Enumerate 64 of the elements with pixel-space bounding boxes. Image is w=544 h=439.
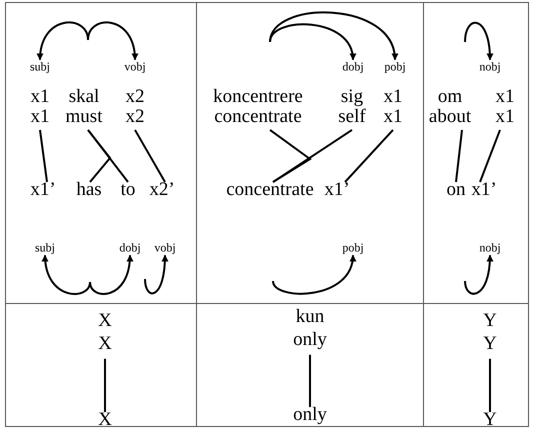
alignment-line <box>269 129 312 183</box>
word: x2 <box>126 87 144 107</box>
dependency-arrow <box>464 254 494 295</box>
dependency-arrow <box>37 21 89 60</box>
alignment-line <box>134 129 166 183</box>
dependency-arrow <box>87 22 138 60</box>
alignment-line <box>104 358 106 412</box>
word: only <box>293 329 327 352</box>
dependency-label: subj <box>30 60 50 74</box>
word: Y <box>483 310 497 333</box>
word: Y <box>483 410 497 430</box>
word: x1’ <box>30 180 56 200</box>
word: X <box>98 333 112 356</box>
dependency-label: pobj <box>342 242 364 254</box>
alignment-line <box>479 130 501 182</box>
dependency-label: pobj <box>384 60 406 74</box>
word: x1 <box>496 107 514 127</box>
dependency-label: subj <box>35 242 55 254</box>
word: concentrate <box>226 180 314 200</box>
dependency-label: dobj <box>119 242 141 254</box>
dependency-label: vobj <box>124 60 146 74</box>
word: to <box>120 180 136 200</box>
word: sig <box>340 87 364 107</box>
word: kun <box>294 306 326 329</box>
word: Y <box>483 333 497 356</box>
word: x1’ <box>324 180 350 200</box>
dependency-arrow <box>272 254 356 295</box>
dependency-label: nobj <box>479 242 501 254</box>
dependency-arrow <box>269 12 398 60</box>
word: x1 <box>496 87 514 107</box>
word: x1 <box>384 87 402 107</box>
alignment-line <box>272 129 353 183</box>
dependency-arrow <box>89 254 134 295</box>
word: concentrate <box>213 107 303 127</box>
word: X <box>98 310 112 333</box>
dependency-label: dobj <box>342 60 364 74</box>
alignment-line <box>309 354 311 408</box>
word: x2’ <box>149 180 175 200</box>
word: skal <box>68 87 100 107</box>
alignment-line <box>87 129 129 183</box>
word: X <box>98 410 112 430</box>
word: x1 <box>30 107 50 127</box>
word: has <box>76 180 102 200</box>
alignment-line <box>489 358 491 412</box>
word: x1’ <box>471 180 497 200</box>
alignment-line <box>455 130 463 182</box>
word: only <box>293 405 327 425</box>
alignment-line <box>39 130 48 182</box>
dependency-label: vobj <box>154 242 176 254</box>
dependency-label: nobj <box>479 60 501 74</box>
word: self <box>338 107 366 127</box>
alignment-line <box>344 129 394 183</box>
word: om <box>436 87 464 107</box>
word: must <box>66 107 102 127</box>
word: x1 <box>384 107 402 127</box>
word: about <box>428 107 472 127</box>
word: x1 <box>30 87 50 107</box>
dependency-arrow <box>464 22 494 60</box>
dependency-arrow <box>144 254 168 294</box>
dependency-arrow <box>42 254 91 295</box>
word: koncentrere <box>213 87 303 107</box>
word: x2 <box>126 107 144 127</box>
word: on <box>446 180 466 200</box>
dependency-arrow <box>269 23 356 60</box>
